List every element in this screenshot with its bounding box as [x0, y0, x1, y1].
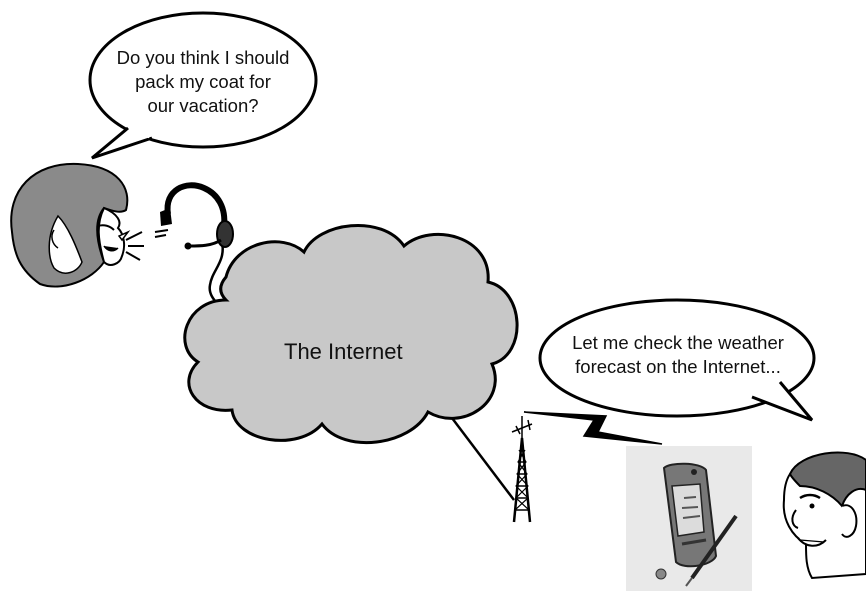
- man-speech-text: Let me check the weather forecast on the…: [552, 331, 804, 379]
- headset-cord: [210, 242, 223, 308]
- woman-face-icon: [11, 164, 144, 287]
- headset-icon: [155, 185, 233, 249]
- woman-speech-text: Do you think I should pack my coat for o…: [98, 46, 308, 118]
- cloud-label: The Internet: [284, 339, 403, 365]
- radio-tower-icon: [512, 416, 532, 522]
- pda-device-icon: [626, 446, 752, 591]
- woman-speech-line: our vacation?: [98, 94, 308, 118]
- man-speech-line: forecast on the Internet...: [552, 355, 804, 379]
- cloud-to-tower-line: [452, 418, 514, 500]
- man-speech-line: Let me check the weather: [552, 331, 804, 355]
- internet-cloud: [185, 225, 517, 442]
- man-face-icon: [784, 452, 866, 578]
- woman-speech-line: Do you think I should: [98, 46, 308, 70]
- woman-speech-line: pack my coat for: [98, 70, 308, 94]
- lightning-bolt-icon: [524, 412, 662, 444]
